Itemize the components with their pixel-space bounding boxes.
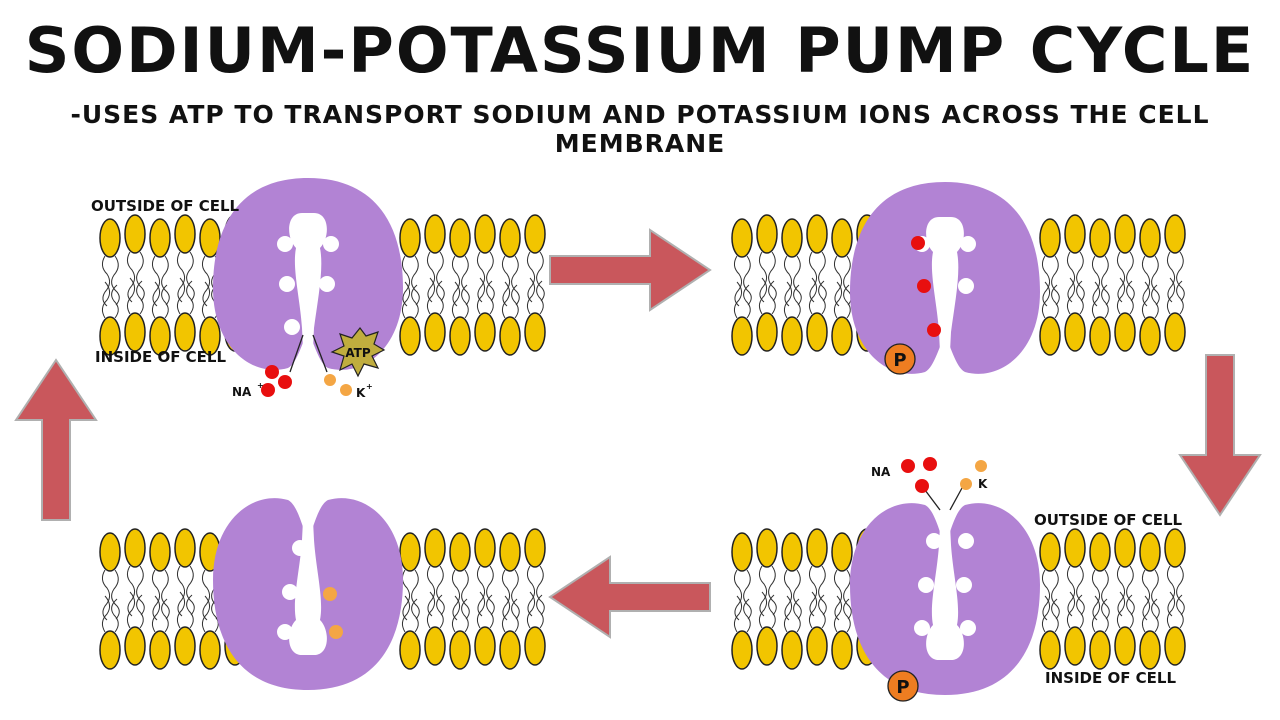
arrow-to-stage-1	[15, 359, 97, 521]
membrane-right	[1040, 215, 1185, 355]
stage-2-panel: P	[732, 182, 1185, 375]
membrane-right	[1040, 529, 1185, 669]
potassium-ions	[960, 460, 987, 490]
sodium-label: NA	[232, 385, 252, 399]
stage-1-panel: ATP OUTSIDE OF CELL INSIDE OF CELL NA + …	[91, 178, 545, 400]
binding-sites	[277, 236, 339, 335]
phosphate-label: P	[896, 677, 909, 698]
diagram-title: SODIUM-POTASSIUM PUMP CYCLE	[24, 14, 1256, 87]
atp-burst: ATP	[330, 327, 386, 378]
bound-sodium-ions	[911, 236, 941, 337]
stage-4-panel	[100, 498, 545, 690]
outside-cell-label: OUTSIDE OF CELL	[1034, 511, 1183, 529]
sodium-charge: +	[257, 381, 264, 390]
binding-sites	[914, 533, 976, 636]
potassium-label: K	[978, 477, 988, 491]
atp-label: ATP	[345, 346, 371, 360]
arrow-to-stage-2	[549, 229, 711, 311]
pump-protein	[850, 503, 1040, 695]
diagram-subtitle: -USES ATP TO TRANSPORT SODIUM AND POTASS…	[70, 100, 1210, 158]
bound-potassium-ions	[323, 587, 343, 639]
stage-3-panel: P NA K OUTSIDE OF CELL INSIDE OF CELL	[732, 457, 1185, 702]
potassium-ions	[324, 374, 352, 396]
arrow-to-stage-4	[549, 556, 711, 638]
sodium-ions	[901, 457, 937, 493]
membrane-right	[400, 215, 545, 355]
phosphate-group: P	[887, 670, 919, 702]
phosphate-label: P	[893, 350, 906, 371]
potassium-charge: +	[366, 382, 373, 391]
phosphate-group: P	[884, 343, 916, 375]
binding-sites	[277, 540, 308, 640]
potassium-label: K	[356, 386, 366, 400]
sodium-ions	[261, 365, 292, 397]
inside-cell-label: INSIDE OF CELL	[95, 348, 226, 366]
pump-protein	[850, 182, 1040, 374]
sodium-label: NA	[871, 465, 891, 479]
inside-cell-label: INSIDE OF CELL	[1045, 669, 1176, 687]
outside-cell-label: OUTSIDE OF CELL	[91, 197, 240, 215]
arrow-to-stage-3	[1179, 354, 1261, 516]
membrane-right	[400, 529, 545, 669]
pump-protein	[213, 498, 403, 690]
